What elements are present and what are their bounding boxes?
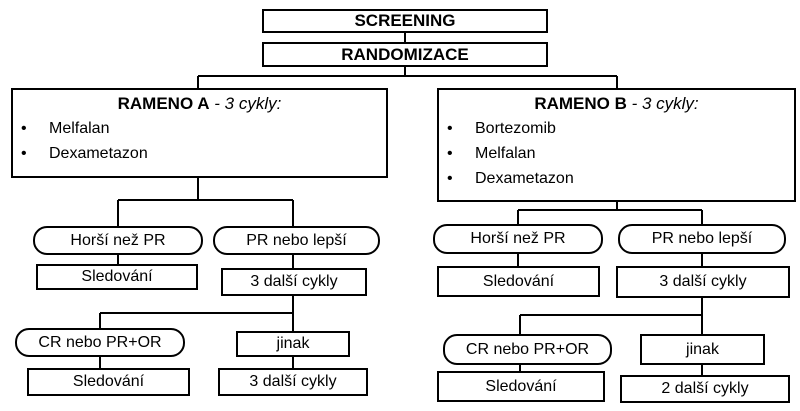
right-worse-than-pr: Horší než PR: [433, 224, 603, 254]
drug-name: Dexametazon: [475, 170, 574, 187]
bullet: •: [447, 145, 453, 162]
arm-a-box: RAMENO A - 3 cykly: • Melfalan • Dexametaz…: [11, 88, 388, 178]
list-item: • Bortezomib: [439, 116, 794, 141]
arm-a-drug-list: • Melfalan • Dexametazon: [13, 116, 386, 166]
bullet: •: [21, 145, 27, 162]
right-followup-2: Sledování: [437, 371, 605, 402]
arm-a-title: RAMENO A - 3 cykly:: [13, 94, 386, 114]
list-item: • Dexametazon: [13, 141, 386, 166]
left-otherwise: jinak: [236, 331, 350, 357]
right-cr-or-pr-or: CR nebo PR+OR: [443, 334, 612, 365]
arm-b-drug-list: • Bortezomib • Melfalan • Dexametazon: [439, 116, 794, 191]
bullet: •: [21, 120, 27, 137]
right-pr-or-better: PR nebo lepší: [618, 224, 786, 254]
bullet: •: [447, 170, 453, 187]
right-otherwise: jinak: [640, 334, 765, 365]
arm-a-title-rest: - 3 cykly:: [209, 94, 282, 113]
left-pr-or-better: PR nebo lepší: [213, 226, 380, 255]
left-followup-1: Sledování: [36, 264, 198, 290]
list-item: • Melfalan: [439, 141, 794, 166]
arm-b-title-rest: - 3 cykly:: [626, 94, 699, 113]
right-more-cycles-1: 3 další cykly: [616, 266, 790, 298]
left-followup-2: Sledování: [27, 368, 190, 396]
left-worse-than-pr: Horší než PR: [33, 226, 203, 255]
left-more-cycles-1: 3 další cykly: [221, 268, 367, 296]
right-more-cycles-2: 2 další cykly: [620, 375, 790, 403]
right-followup-1: Sledování: [437, 266, 600, 297]
randomization-box: RANDOMIZACE: [262, 42, 548, 67]
left-more-cycles-2: 3 další cykly: [218, 368, 368, 396]
drug-name: Melfalan: [475, 145, 536, 162]
arm-b-box: RAMENO B - 3 cykly: • Bortezomib • Melfala…: [437, 88, 796, 202]
arm-b-title-bold: RAMENO B: [534, 94, 627, 113]
drug-name: Dexametazon: [49, 145, 148, 162]
list-item: • Dexametazon: [439, 166, 794, 191]
arm-b-title: RAMENO B - 3 cykly:: [439, 94, 794, 114]
list-item: • Melfalan: [13, 116, 386, 141]
arm-a-title-bold: RAMENO A: [117, 94, 210, 113]
bullet: •: [447, 120, 453, 137]
drug-name: Bortezomib: [475, 120, 556, 137]
left-cr-or-pr-or: CR nebo PR+OR: [15, 328, 185, 357]
screening-box: SCREENING: [262, 9, 548, 33]
drug-name: Melfalan: [49, 120, 110, 137]
